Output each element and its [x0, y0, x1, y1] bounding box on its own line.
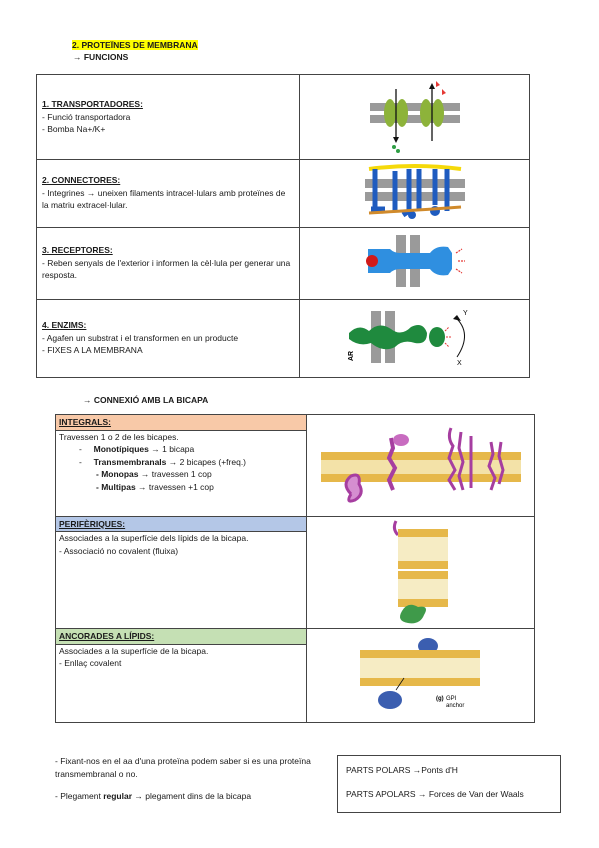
function-text: 4. ENZIMS: - Agafen un substrat i el tra…: [36, 298, 300, 378]
ancorades-line: - Enllaç covalent: [59, 658, 122, 668]
function-row: 4. ENZIMS: - Agafen un substrat i el tra…: [36, 298, 530, 378]
integral-proteins-illustration: [320, 426, 521, 503]
ancorades-header: ANCORADES A LÍPIDS:: [55, 628, 307, 645]
integrals-image: [306, 414, 535, 517]
function-image: [299, 74, 530, 160]
footer-note-1: - Fixant-nos en el aa d'una proteïna pod…: [55, 756, 311, 779]
periferiques-image: [306, 515, 535, 629]
function-line: - Agafen un substrat i el transformen en…: [42, 332, 239, 343]
ancorades-body-row: Associades a la superfície de la bicapa.…: [55, 643, 535, 723]
functions-table: 1. TRANSPORTADORES: - Funció transportad…: [36, 74, 530, 378]
function-line: - Reben senyals de l'exterior i informen…: [42, 257, 291, 281]
lipid-anchored-illustration: (g) GPI anchor: [359, 637, 480, 709]
function-text: 3. RECEPTORES: - Reben senyals de l'exte…: [36, 226, 300, 300]
ancorades-image: (g) GPI anchor: [306, 628, 535, 723]
connection-title: → CONNEXIÓ AMB LA BICAPA: [83, 395, 209, 405]
integrals-line: Travessen 1 o 2 de les bicapes.: [59, 431, 179, 442]
receptor-illustration: [365, 235, 465, 288]
ancorades-text: Associades a la superfície de la bicapa.…: [55, 643, 307, 723]
function-image: [299, 158, 530, 228]
gpi-label: GPI: [446, 696, 457, 702]
integrals-header-row: INTEGRALS:: [55, 414, 535, 517]
function-row: 1. TRANSPORTADORES: - Funció transportad…: [36, 74, 530, 160]
function-row: 2. CONNECTORES: - Integrines → uneixen f…: [36, 158, 530, 228]
integrals-trans: - Transmembranals → 2 bicapes (+freq.): [79, 456, 247, 467]
function-line: - Bomba Na+/K+: [42, 124, 106, 134]
function-title: 4. ENZIMS:: [42, 320, 87, 331]
integrals-text: Travessen 1 o 2 de les bicapes. - Monotí…: [55, 429, 307, 517]
parts-apolar-line: PARTS APOLARS → Forces de Van der Waals: [346, 789, 524, 799]
function-line: - FIXES A LA MEMBRANA: [42, 345, 143, 356]
bilayer-table: INTEGRALS: Travessen 1 o 2 de les bicape…: [55, 414, 535, 723]
function-row: 3. RECEPTORES: - Reben senyals de l'exte…: [36, 226, 530, 300]
section-title: 2. PROTEÏNES DE MEMBRANA: [72, 40, 198, 50]
transporter-illustration: [369, 81, 460, 153]
section-heading: 2. PROTEÏNES DE MEMBRANA: [72, 40, 198, 50]
function-image: Y X AR: [299, 298, 530, 378]
integrals-header: INTEGRALS:: [55, 414, 307, 431]
parts-box: PARTS POLARS →Ponts d'H PARTS APOLARS → …: [337, 755, 561, 813]
integrals-body-row: Travessen 1 o 2 de les bicapes. - Monotí…: [55, 429, 535, 517]
function-title: 3. RECEPTORES:: [42, 245, 113, 256]
periferiques-line: Associades a la superfície dels lípids d…: [59, 533, 249, 544]
section-subtitle: → FUNCIONS: [73, 52, 129, 62]
figure-label: (g): [436, 696, 444, 702]
function-title: 1. TRANSPORTADORES:: [42, 99, 143, 109]
function-text: 2. CONNECTORES: - Integrines → uneixen f…: [36, 158, 300, 228]
ancorades-line: Associades a la superfície de la bicapa.: [59, 645, 209, 656]
enzyme-illustration: Y X AR: [348, 310, 468, 367]
periferiques-line: - Associació no covalent (fluixa): [59, 545, 179, 556]
enzyme-label-x: X: [457, 360, 462, 367]
parts-polar-line: PARTS POLARS →Ponts d'H: [346, 765, 458, 775]
periferiques-header-row: PERIFÈRIQUES:: [55, 515, 535, 629]
enzyme-label-ar: AR: [348, 351, 355, 361]
periferiques-body-row: Associades a la superfície dels lípids d…: [55, 531, 535, 629]
periferiques-text: Associades a la superfície dels lípids d…: [55, 531, 307, 629]
function-text: 1. TRANSPORTADORES: - Funció transportad…: [36, 74, 300, 160]
function-line: - Funció transportadora: [42, 111, 131, 122]
integrals-monopas: - Monopas → travessen 1 cop: [96, 469, 212, 479]
integrals-mono: - Monotípiques → 1 bicapa: [79, 444, 195, 454]
function-image: [299, 226, 530, 300]
integrals-multipas: - Multipas → travessen +1 cop: [96, 481, 214, 492]
anchor-label: anchor: [446, 703, 464, 709]
footer-note-2: - Plegament regular → plegament dins de …: [55, 791, 252, 801]
function-title: 2. CONNECTORES:: [42, 175, 121, 186]
function-line: - Integrines → uneixen filaments intrace…: [42, 187, 286, 211]
ancorades-header-row: ANCORADES A LÍPIDS: (g) GPI anchor: [55, 628, 535, 723]
connector-illustration: [364, 164, 465, 220]
periferiques-header: PERIFÈRIQUES:: [55, 515, 307, 533]
enzyme-label-y: Y: [463, 310, 468, 317]
peripheral-proteins-illustration: [392, 519, 448, 623]
